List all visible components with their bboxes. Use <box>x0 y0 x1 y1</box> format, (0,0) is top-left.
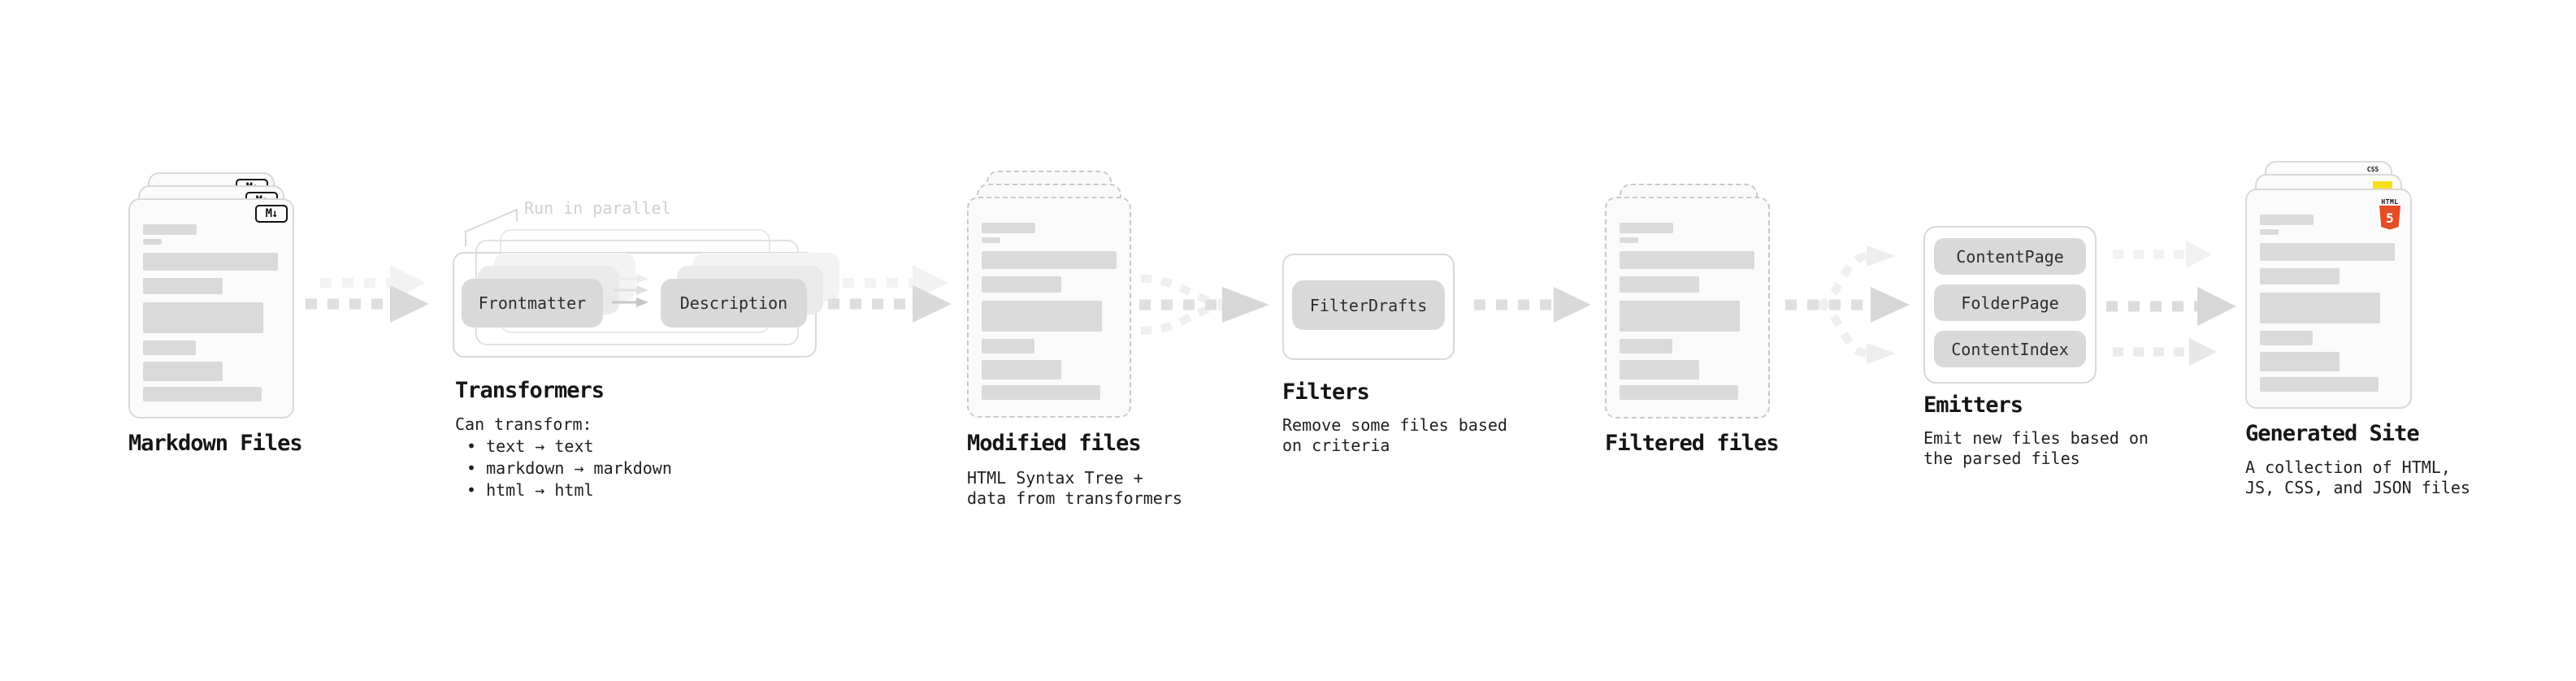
bullet-line: • text → text <box>466 436 594 456</box>
stage-filters: FilterDrafts Filters Remove some files b… <box>1282 254 1518 497</box>
text-line-bar <box>982 385 1100 400</box>
stage-label: Filters <box>1282 380 1370 405</box>
css-badge-label: CSS <box>2366 166 2379 173</box>
text-line-bar <box>143 253 278 271</box>
text-line-bar <box>1620 360 1699 380</box>
stage-label: Transformers <box>455 378 605 403</box>
desc-line: data from transformers <box>967 488 1182 508</box>
arrow-light <box>2113 338 2217 366</box>
stage-label: Modified files <box>967 431 1142 456</box>
desc-line: the parsed files <box>1923 449 2080 468</box>
stage-label: Filtered files <box>1605 431 1780 456</box>
pill-contentpage: ContentPage <box>1934 238 2086 275</box>
desc-line: Emit new files based on <box>1923 428 2149 448</box>
doc-text-lines <box>982 198 1117 400</box>
markdown-icon: M↓ <box>255 205 288 223</box>
text-line-bar <box>1620 276 1699 293</box>
text-line-bar <box>982 251 1117 269</box>
text-line-bar <box>982 360 1061 380</box>
arrow-dark <box>828 285 952 323</box>
stage-emitters: ContentPage FolderPage ContentIndex Emit… <box>1923 226 2159 494</box>
stage-label: Emitters <box>1923 393 2023 418</box>
text-line-bar <box>2260 229 2279 235</box>
text-line-bar <box>2260 215 2314 225</box>
doc-card-front: M↓ <box>128 198 294 419</box>
text-line-bar <box>2260 331 2313 345</box>
callout-line-icon <box>465 208 518 246</box>
doc-card-front <box>967 197 1131 418</box>
desc-line: A collection of HTML, <box>2245 458 2451 477</box>
flow-arrow <box>306 265 429 323</box>
doc-text-lines <box>143 200 278 401</box>
arrow-dark <box>2106 287 2236 326</box>
text-line-bar <box>1620 385 1738 400</box>
flow-arrow <box>1474 287 1591 323</box>
stage-transformers: Run in parallel Frontmatter Description … <box>453 198 839 540</box>
text-line-bar <box>1620 339 1672 354</box>
pill-description: Description <box>661 279 807 327</box>
text-line-bar <box>2260 377 2379 392</box>
text-line-bar <box>1620 223 1673 233</box>
text-line-bar <box>143 340 196 355</box>
transform-arrows-icon <box>612 274 648 307</box>
stage-generated-site: CSS HTML 5 Generated Site A collection o… <box>2245 161 2489 510</box>
desc-line: Can transform: <box>455 414 592 434</box>
text-line-bar <box>982 276 1061 293</box>
svg-text:5: 5 <box>2386 210 2394 226</box>
text-line-bar <box>2260 243 2395 261</box>
converge-arrow <box>1139 275 1269 335</box>
text-line-bar <box>2260 293 2380 323</box>
text-line-bar <box>982 223 1035 233</box>
text-line-bar <box>1620 237 1638 243</box>
text-line-bar <box>143 278 223 294</box>
doc-text-lines <box>1620 198 1754 400</box>
desc-line: on criteria <box>1282 436 1390 455</box>
text-line-bar <box>1620 251 1754 269</box>
text-line-bar <box>982 339 1034 354</box>
pill-contentindex: ContentIndex <box>1934 331 2086 367</box>
stage-markdown-files: M↓ M↓ M↓ Markdown Files <box>128 172 340 514</box>
pill-folderpage: FolderPage <box>1934 284 2086 321</box>
text-line-bar <box>982 237 1000 243</box>
parallel-annotation: Run in parallel <box>524 198 671 218</box>
stage-description: Emit new files based on the parsed files <box>1923 428 2149 469</box>
pill-frontmatter: Frontmatter <box>462 279 603 327</box>
bullet-line: • html → html <box>466 480 594 500</box>
pill-filterdrafts: FilterDrafts <box>1292 280 1445 330</box>
bullet-line: • markdown → markdown <box>466 458 672 478</box>
text-line-bar <box>143 362 223 381</box>
text-line-bar <box>143 387 262 401</box>
text-line-bar <box>1620 301 1740 332</box>
doc-card-front <box>1605 197 1770 419</box>
fanout-arrow <box>1785 245 1910 364</box>
html5-shield-icon: 5 <box>2379 206 2400 230</box>
stage-description: HTML Syntax Tree + data from transformer… <box>967 468 1182 509</box>
stage-label: Markdown Files <box>128 431 303 456</box>
text-line-bar <box>2260 352 2340 371</box>
desc-line: HTML Syntax Tree + <box>967 468 1143 488</box>
desc-line: JS, CSS, and JSON files <box>2245 478 2470 497</box>
text-line-bar <box>2260 268 2340 284</box>
stage-description: Can transform: • text → text • markdown … <box>455 414 672 501</box>
html5-badge: HTML 5 <box>2378 198 2402 233</box>
text-line-bar <box>143 302 263 333</box>
stage-description: A collection of HTML, JS, CSS, and JSON … <box>2245 458 2470 498</box>
triple-arrow <box>2106 241 2236 366</box>
stage-modified-files: Modified files HTML Syntax Tree + data f… <box>967 171 1182 520</box>
arrow-dark <box>306 285 429 323</box>
doc-text-lines <box>2260 190 2395 392</box>
doc-card-front: HTML 5 <box>2245 189 2412 409</box>
desc-line: Remove some files based <box>1282 415 1507 435</box>
stage-filtered-files: Filtered files <box>1605 184 1800 509</box>
arrow-light <box>2113 241 2212 268</box>
flow-arrow <box>828 265 952 323</box>
html5-label: HTML <box>2381 198 2399 206</box>
stage-description: Remove some files based on criteria <box>1282 415 1507 456</box>
stage-label: Generated Site <box>2245 421 2420 446</box>
js-badge <box>2373 181 2392 189</box>
text-line-bar <box>982 301 1102 332</box>
text-line-bar <box>143 239 162 245</box>
text-line-bar <box>143 224 197 235</box>
